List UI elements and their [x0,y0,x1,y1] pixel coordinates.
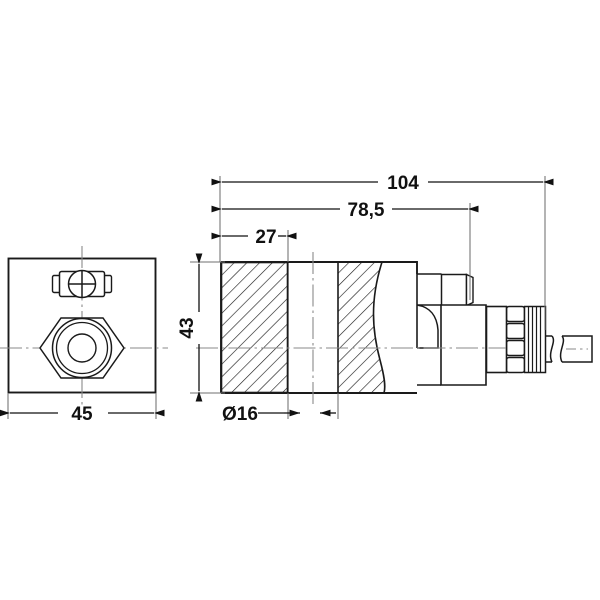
cable-exit [546,335,593,363]
dimension-bore-diameter: Ø16 [222,404,336,425]
cable-outline [562,335,593,363]
dim-104-text: 104 [387,173,419,194]
dimension-coil-width: 27 [211,227,297,248]
front-view [0,246,168,405]
side-section-view [196,252,593,405]
top-boss [417,273,474,307]
hex-nut-outer-circle [51,317,113,379]
hex-nut-bore-circle [67,333,97,363]
dim-785-text: 78,5 [348,200,385,221]
gland-hex-flat-2 [505,339,526,357]
dimension-body-width: 45 [0,404,165,425]
hex-nut-middle-circle [55,321,109,375]
top-boss-body [440,273,468,307]
dimension-coil-height: 43 [177,253,203,402]
dim-45-text: 45 [71,404,93,425]
gland-hex-base [485,305,508,374]
wavy-break-line [338,261,386,394]
thread-body [523,305,547,374]
gland-hex-flat-0 [505,305,526,323]
din-connector-plug [51,269,113,299]
hex-nut-port [39,317,125,379]
dim-27-text: 27 [255,227,276,248]
gland-thread-lines [523,305,547,374]
dimension-length-to-connector: 78,5 [211,200,479,221]
gland-hex-flat-3 [505,356,526,374]
cable-break-zigzag-1 [549,335,555,363]
gland-neck-body [440,304,487,386]
shoulder-fillet-curve [416,304,439,349]
cable-gland-neck [417,304,487,386]
hatch-left-block [221,262,288,393]
dim-43-text: 43 [177,317,198,338]
cable-break-zigzag-2 [559,335,565,363]
gland-hex-flat-1 [505,322,526,340]
dimension-overall-length: 104 [211,173,554,194]
dim-bore-text: Ø16 [222,404,258,425]
